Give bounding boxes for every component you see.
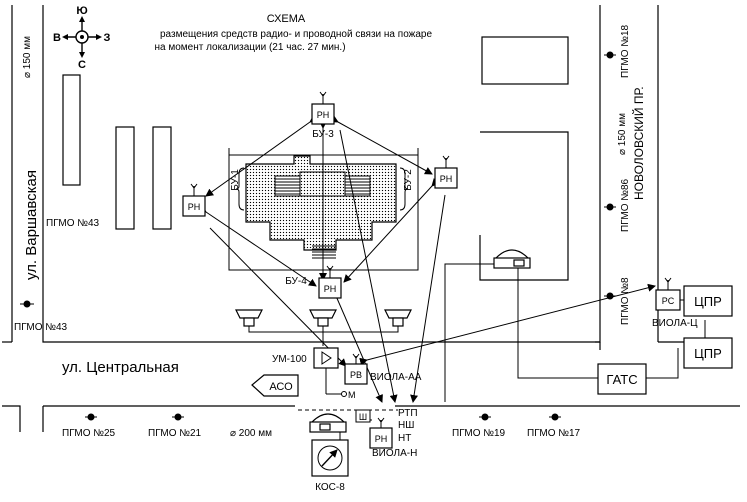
switch-sh-icon: Ш	[355, 409, 371, 423]
radio-station-rs-label: РС	[662, 296, 675, 306]
hydrant-label: ПГМО №19	[452, 428, 506, 439]
rtp-label: РТП	[398, 408, 418, 419]
pipe-bottom-label: ⌀ 200 мм	[230, 428, 272, 439]
pipe-left-label: ⌀ 150 мм	[22, 36, 33, 78]
radio-station-bu3[interactable]: РН	[311, 91, 335, 125]
compass-east-label: З	[104, 32, 111, 44]
building-1	[62, 74, 81, 186]
radio-station-label: РН	[188, 202, 201, 212]
nsh-label: НШ	[398, 420, 414, 431]
radio-station-label: РН	[440, 174, 453, 184]
hydrant-label: ПГМО №25	[62, 428, 116, 439]
hydrant-label: ПГМО №43	[14, 322, 68, 333]
loudspeaker-icon	[235, 309, 263, 327]
compass-west-label: В	[53, 32, 61, 44]
cpr-station-top[interactable]: ЦПР	[683, 285, 733, 317]
cpr-label: ЦПР	[694, 346, 722, 361]
hydrant-label: ПГМО №17	[527, 428, 581, 439]
nt-label: НТ	[398, 433, 411, 444]
gats-label: ГАТС	[606, 372, 637, 387]
aso-label: АСО	[269, 381, 293, 393]
amplifier-label: УМ-100	[272, 354, 307, 365]
street-bottom-label: ул. Центральная	[62, 359, 179, 376]
scheme-title: СХЕМА	[267, 13, 306, 25]
amplifier-um100-icon[interactable]	[313, 347, 339, 369]
viola-c-label: ВИОЛА-Ц	[652, 318, 698, 329]
sector-bu2-label: БУ-2	[403, 169, 414, 191]
compass-north-label: С	[78, 59, 86, 71]
radio-station-command[interactable]: РН	[369, 417, 393, 449]
hydrant-label: ПГМО №43	[46, 218, 100, 229]
viola-aa-label: ВИОЛА-АА	[370, 372, 422, 383]
street-right-label: НОВОЛОВСКИЙ ПР.	[631, 86, 646, 200]
gats-station[interactable]: ГАТС	[597, 363, 647, 395]
radio-station-rs[interactable]: РС	[655, 277, 681, 311]
building-3	[152, 126, 172, 230]
hydrant-label: ПГМО №86	[620, 178, 631, 232]
street-left-label: ул. Варшавская	[23, 170, 40, 280]
radio-station-rv-label: РВ	[350, 370, 362, 380]
wire-lines	[298, 263, 706, 440]
compass-rose-icon	[62, 16, 102, 58]
hydrant-label: ПГМО №8	[620, 277, 631, 325]
loudspeaker-icon	[309, 309, 337, 327]
radio-station-rv[interactable]: РВ	[344, 353, 368, 385]
pipe-right-label: ⌀ 150 мм	[617, 113, 628, 155]
telephone-icon[interactable]	[309, 413, 347, 433]
hydrant-label: ПГМО №18	[620, 24, 631, 78]
hydrant-icons	[20, 51, 616, 421]
compass-south-label: Ю	[76, 5, 87, 17]
radio-station-bu2[interactable]: РН	[434, 155, 458, 189]
microphone-label: М	[348, 390, 356, 400]
building-4	[481, 36, 569, 85]
radio-links	[197, 114, 656, 403]
hydrant-label: ПГМО №21	[148, 428, 202, 439]
telephone-icon[interactable]	[493, 249, 531, 269]
radio-station-label: РН	[324, 284, 337, 294]
cpr-station-bottom[interactable]: ЦПР	[683, 337, 733, 369]
road-edges	[2, 5, 740, 432]
radio-station-label: РН	[375, 434, 388, 444]
radio-station-bu4[interactable]: РН	[318, 265, 342, 299]
switch-sh-label: Ш	[359, 412, 367, 422]
radio-station-label: РН	[317, 110, 330, 120]
radio-station-bu1[interactable]: РН	[182, 183, 206, 217]
aso-vehicle[interactable]: АСО	[251, 374, 299, 397]
loudspeaker-icon	[384, 309, 412, 327]
kos8-label: КОС-8	[315, 482, 345, 493]
kos8-panel[interactable]	[311, 439, 349, 477]
cpr-label: ЦПР	[694, 294, 722, 309]
building-2	[115, 126, 135, 230]
scheme-subtitle-line1: размещения средств радио- и проводной св…	[160, 29, 432, 40]
building-5	[479, 131, 569, 281]
microphone-icon	[325, 368, 347, 397]
fire-building	[245, 155, 397, 259]
scheme-subtitle-line2: на момент локализации (21 час. 27 мин.)	[154, 42, 345, 53]
viola-n-label: ВИОЛА-Н	[372, 448, 417, 459]
